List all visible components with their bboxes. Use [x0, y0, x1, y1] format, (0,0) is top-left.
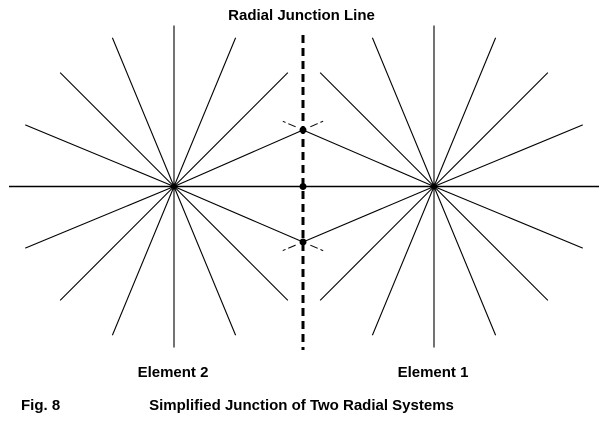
junction-dot — [299, 126, 307, 134]
element-1-ray — [433, 186, 549, 301]
element-1-ray — [302, 185, 435, 243]
element-2-ray — [111, 37, 175, 187]
element-1-ray — [371, 186, 435, 336]
element-1-ray — [371, 37, 435, 187]
element-1-ray — [433, 72, 549, 187]
element-1-ray — [433, 124, 583, 188]
junction-dot — [299, 238, 307, 246]
element-2-ray — [173, 186, 289, 301]
element-2-ray — [111, 186, 175, 336]
junction-dot — [299, 183, 307, 190]
figure-caption: Simplified Junction of Two Radial System… — [149, 397, 454, 414]
element-2-ray — [25, 124, 175, 188]
element-2-ray — [173, 185, 304, 243]
diagram-title: Radial Junction Line — [228, 7, 375, 24]
element-1-ray — [319, 72, 435, 187]
element-2-ray — [59, 72, 175, 187]
element-2-ray — [25, 185, 175, 249]
element-2-ray — [173, 37, 237, 187]
junction-dashed-extension — [310, 120, 324, 128]
element-2-ray — [173, 129, 304, 188]
element-2-label: Element 2 — [137, 364, 209, 381]
element-1-ray — [433, 186, 497, 336]
figure-number: Fig. 8 — [21, 397, 61, 414]
junction-dashed-extension — [282, 244, 296, 252]
junction-dashed-extension — [282, 120, 296, 128]
element-2-ray — [173, 186, 237, 336]
element-2-ray — [59, 186, 175, 301]
element-1-ray — [433, 37, 497, 187]
junction-dashed-extension — [310, 244, 324, 252]
element-1-ray — [433, 185, 583, 249]
element-1-ray — [302, 129, 435, 188]
element-1-ray — [319, 186, 435, 301]
element-1-label: Element 1 — [397, 364, 469, 381]
element-2-ray — [173, 72, 289, 187]
